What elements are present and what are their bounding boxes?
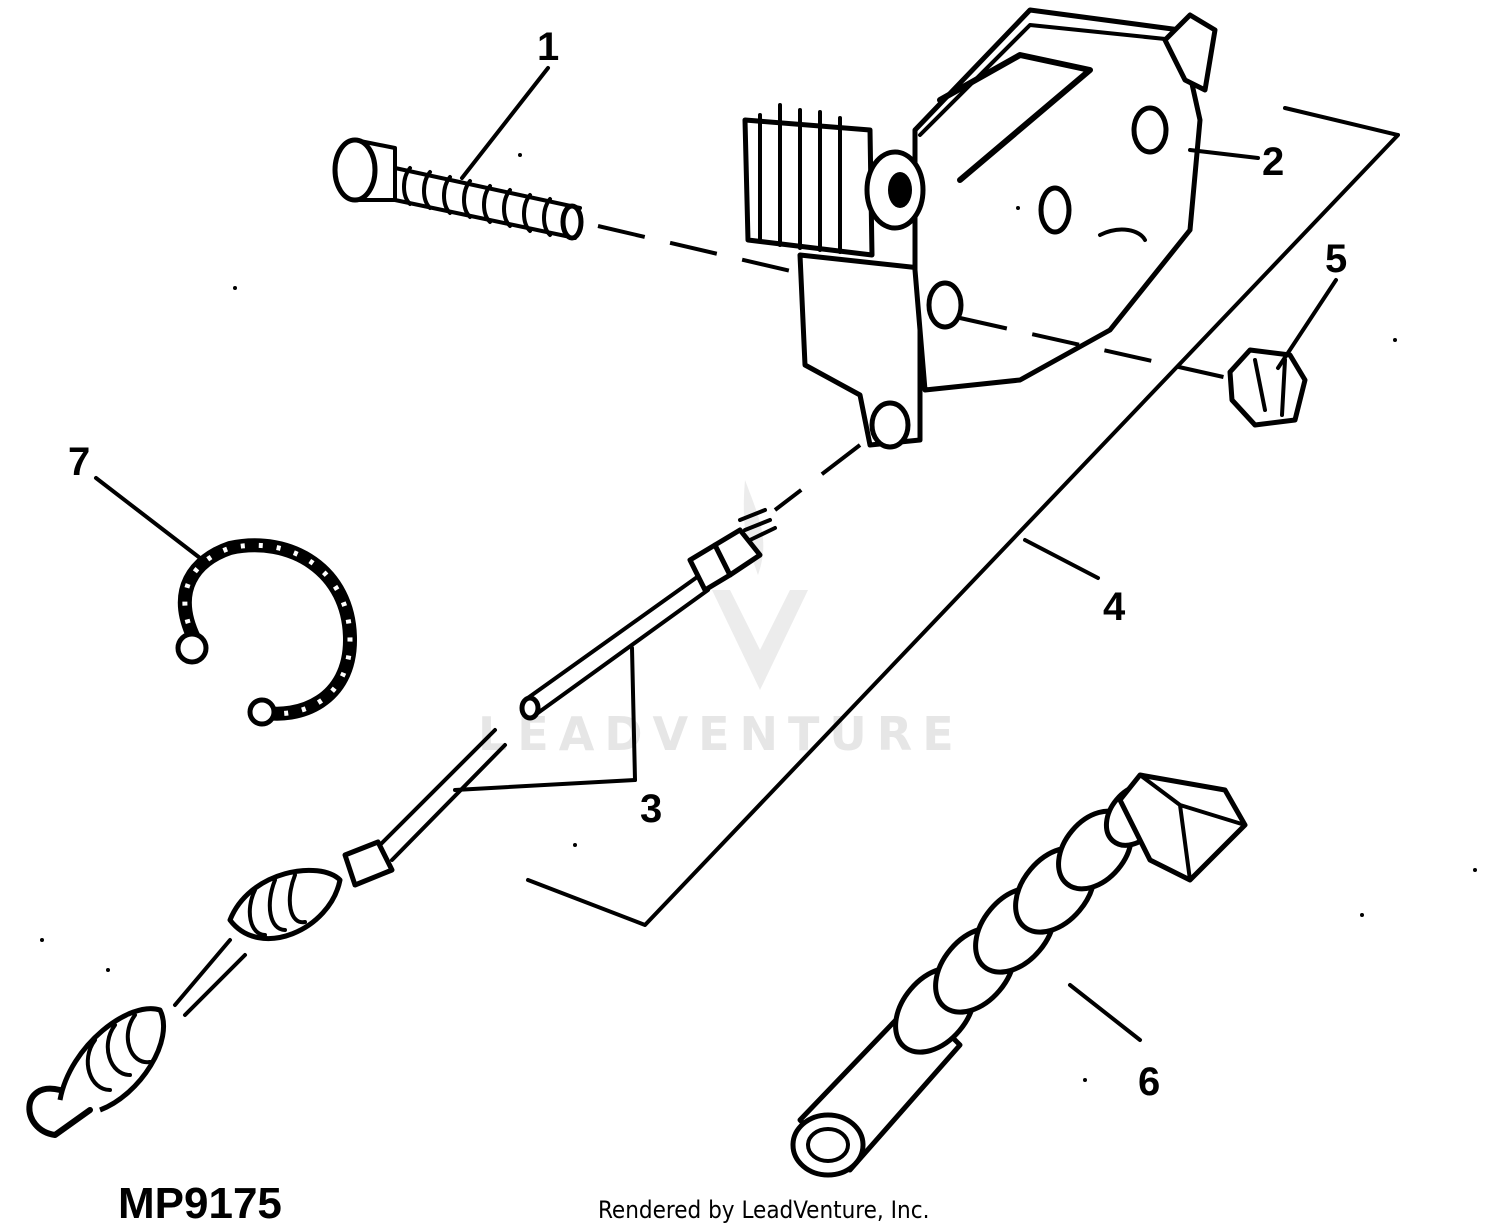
leader-3b xyxy=(453,778,637,792)
part-3-cable-lower xyxy=(26,728,507,1138)
leader-lines xyxy=(94,66,1338,1042)
part-7-snap-ring xyxy=(175,538,357,727)
leader-1 xyxy=(460,66,550,180)
callout-5: 5 xyxy=(1325,237,1347,281)
callout-6: 6 xyxy=(1138,1060,1160,1104)
part-5-nut xyxy=(1227,347,1308,428)
part-3-cable-upper xyxy=(519,508,777,721)
leader-6 xyxy=(1068,983,1142,1042)
leader-5 xyxy=(1276,278,1338,370)
watermark-text: LEADVENTURE xyxy=(478,707,964,761)
watermark: LEADVENTURE xyxy=(478,480,964,761)
leader-2 xyxy=(1188,148,1260,160)
callout-2: 2 xyxy=(1262,140,1284,184)
figure-id: MP9175 xyxy=(118,1179,282,1228)
callout-1: 1 xyxy=(537,25,559,69)
leader-3a xyxy=(630,646,637,782)
speck-dots xyxy=(40,153,1477,1082)
leader-7 xyxy=(94,476,202,560)
watermark-logo-icon xyxy=(712,590,808,690)
part-6-shift-rod xyxy=(790,772,1248,1178)
group-bracket-4 xyxy=(526,106,1400,927)
alignment-lines xyxy=(597,224,1229,512)
part-2-switch-housing xyxy=(742,7,1218,450)
part-1-bolt xyxy=(332,137,584,241)
callout-3: 3 xyxy=(640,787,662,831)
callout-7: 7 xyxy=(68,440,90,484)
callout-4: 4 xyxy=(1103,585,1126,629)
credit-text: Rendered by LeadVenture, Inc. xyxy=(598,1196,929,1224)
leader-4 xyxy=(1023,538,1100,580)
